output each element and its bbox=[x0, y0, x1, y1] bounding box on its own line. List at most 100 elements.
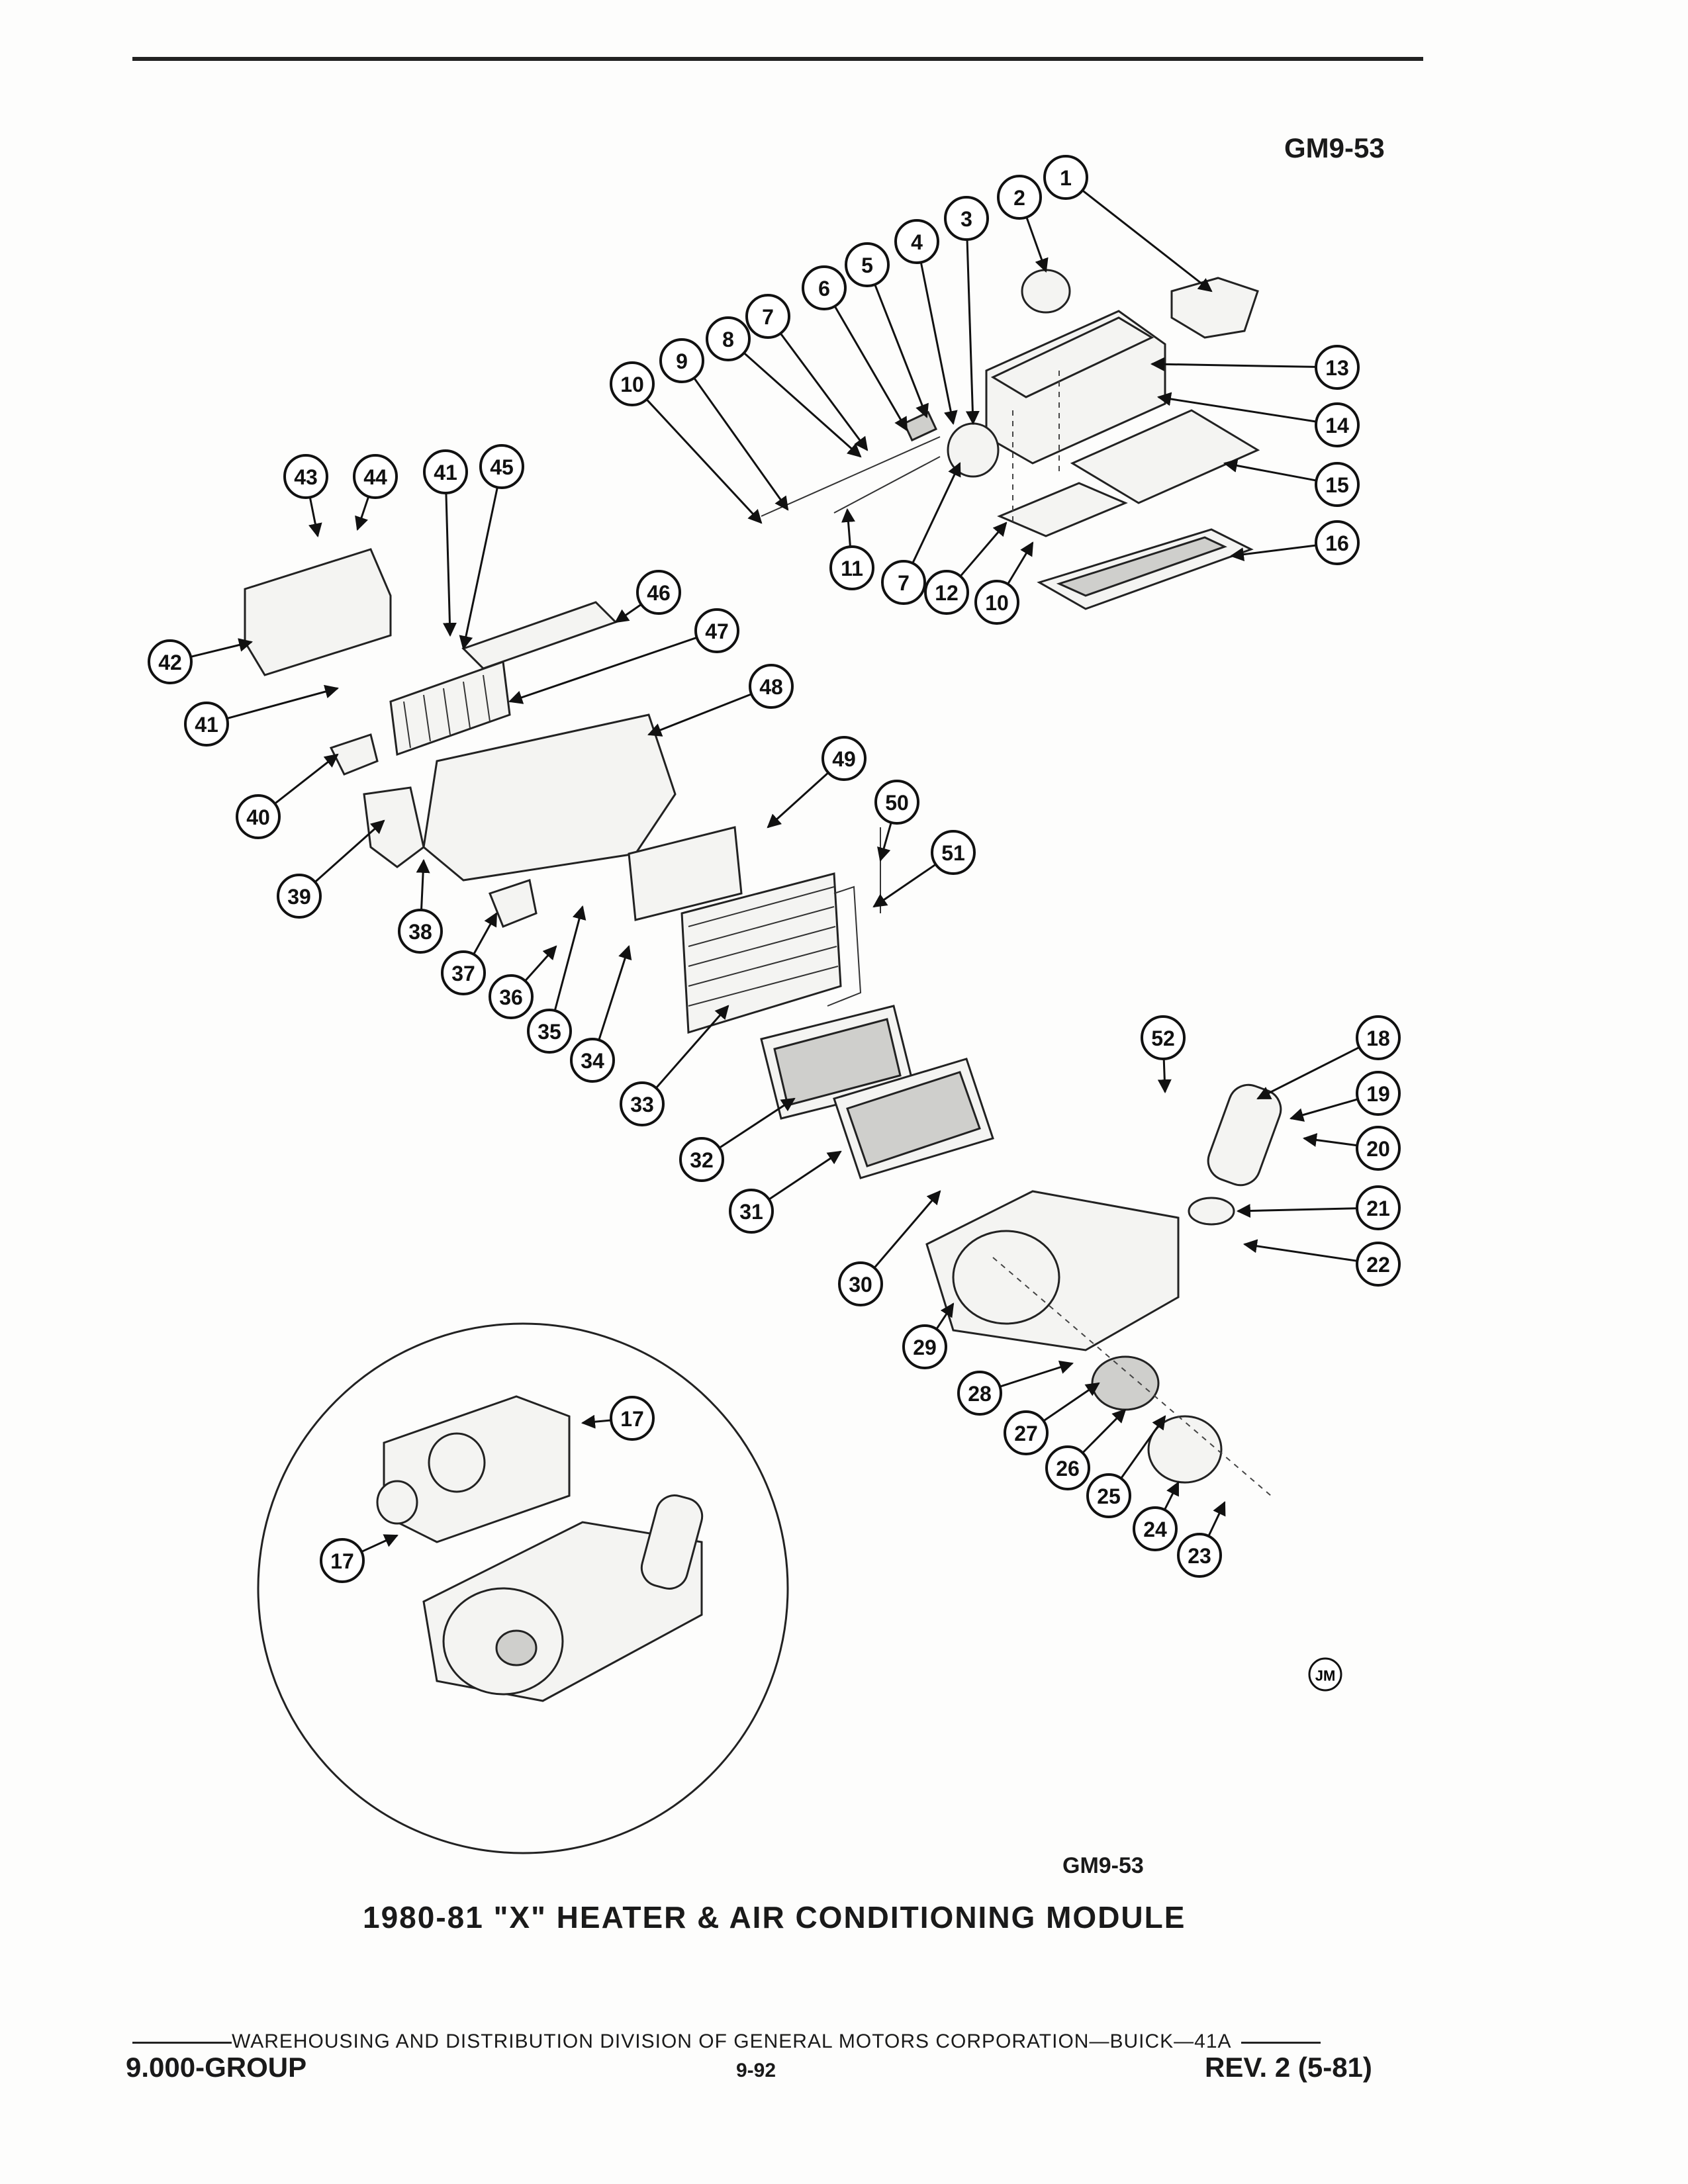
callout-number: 32 bbox=[690, 1148, 714, 1172]
callout-circle bbox=[1043, 155, 1088, 200]
callout-41: 41 bbox=[423, 449, 468, 494]
callout-number: 6 bbox=[818, 277, 830, 300]
callout-19: 19 bbox=[1356, 1071, 1401, 1116]
callout-number: 40 bbox=[246, 805, 270, 829]
heater-core-fins bbox=[403, 674, 491, 749]
callout-number: 13 bbox=[1325, 356, 1349, 380]
leader-line-52 bbox=[1157, 1058, 1172, 1094]
leader-line-20 bbox=[1302, 1133, 1358, 1147]
callout-circle bbox=[1045, 1445, 1090, 1490]
leader-line-23 bbox=[1207, 1501, 1226, 1537]
callout-20: 20 bbox=[1356, 1126, 1401, 1171]
callout-number: 50 bbox=[885, 791, 909, 815]
callout-number: 41 bbox=[434, 461, 457, 484]
callout-circle bbox=[570, 1038, 615, 1083]
accumulator-18 bbox=[1207, 1083, 1282, 1187]
callout-circle bbox=[749, 664, 794, 709]
leader-lines bbox=[190, 189, 1360, 1553]
leader-line-8 bbox=[743, 352, 862, 458]
figure-id-top: GM9-53 bbox=[1284, 132, 1385, 163]
callout-number: 1 bbox=[1060, 166, 1072, 190]
callout-17: 17 bbox=[320, 1538, 365, 1583]
leader-line-15 bbox=[1223, 459, 1317, 482]
callout-17: 17 bbox=[610, 1396, 655, 1441]
callout-circle bbox=[679, 1137, 724, 1182]
callout-number: 47 bbox=[705, 619, 729, 643]
callout-circle bbox=[1356, 1185, 1401, 1230]
callout-number: 17 bbox=[330, 1549, 354, 1573]
evaporator-core-33 bbox=[680, 872, 842, 1034]
callout-circle bbox=[277, 874, 322, 919]
callout-number: 19 bbox=[1366, 1082, 1390, 1106]
callout-number: 12 bbox=[935, 581, 959, 605]
callout-number: 36 bbox=[499, 985, 523, 1009]
figure-id-bottom: GM9-53 bbox=[1062, 1853, 1144, 1878]
callout-number: 17 bbox=[620, 1407, 644, 1431]
seal-34 bbox=[628, 826, 743, 921]
evap-tube bbox=[827, 886, 862, 1007]
callout-circle bbox=[636, 570, 681, 615]
callout-circle bbox=[1356, 1015, 1401, 1060]
callout-number: 35 bbox=[538, 1020, 561, 1044]
callout-circle bbox=[1004, 1410, 1049, 1455]
callout-number: 42 bbox=[158, 651, 182, 674]
callout-circle bbox=[489, 974, 534, 1019]
callout-16: 16 bbox=[1315, 520, 1360, 565]
footer-group: 9.000-GROUP bbox=[126, 2052, 307, 2083]
leader-line-49 bbox=[767, 772, 829, 829]
callout-23: 23 bbox=[1177, 1533, 1222, 1578]
callout-18: 18 bbox=[1356, 1015, 1401, 1060]
callout-circle bbox=[620, 1081, 665, 1126]
callout-circle bbox=[1356, 1071, 1401, 1116]
callout-circle bbox=[997, 175, 1042, 220]
leader-line-17 bbox=[361, 1534, 399, 1553]
callout-46: 46 bbox=[636, 570, 681, 615]
callout-7: 7 bbox=[881, 560, 926, 605]
callout-number: 41 bbox=[195, 713, 218, 737]
callout-circle bbox=[1133, 1506, 1178, 1551]
callout-number: 26 bbox=[1056, 1457, 1080, 1480]
leader-line-32 bbox=[718, 1097, 796, 1149]
rod-11 bbox=[833, 456, 941, 514]
callout-14: 14 bbox=[1315, 402, 1360, 447]
leader-line-6 bbox=[833, 305, 908, 432]
evaporator-fins bbox=[688, 886, 839, 1007]
heater-core-47 bbox=[389, 660, 511, 756]
callout-number: 4 bbox=[911, 230, 923, 254]
leader-line-26 bbox=[1082, 1408, 1127, 1454]
callout-circle bbox=[610, 361, 655, 406]
callout-42: 42 bbox=[148, 639, 193, 684]
leader-line-10 bbox=[1007, 541, 1034, 585]
callout-number: 23 bbox=[1188, 1544, 1211, 1568]
leader-line-19 bbox=[1289, 1098, 1358, 1122]
leader-line-17 bbox=[581, 1414, 612, 1429]
callout-circle bbox=[1356, 1126, 1401, 1171]
callout-25: 25 bbox=[1086, 1473, 1131, 1518]
blower-wheel-26 bbox=[1091, 1355, 1160, 1411]
callout-3: 3 bbox=[944, 196, 989, 241]
callout-34: 34 bbox=[570, 1038, 615, 1083]
leader-line-16 bbox=[1229, 544, 1317, 562]
callout-number: 34 bbox=[581, 1049, 604, 1073]
callout-circle bbox=[1086, 1473, 1131, 1518]
leader-line-12 bbox=[959, 522, 1008, 577]
leader-line-50 bbox=[877, 822, 892, 862]
callout-number: 3 bbox=[961, 207, 972, 231]
bracket-40 bbox=[329, 733, 379, 776]
blower-motor-24 bbox=[1147, 1415, 1223, 1484]
callout-number: 14 bbox=[1325, 414, 1349, 437]
callout-circle bbox=[902, 1324, 947, 1369]
artist-mark: JM bbox=[1308, 1657, 1342, 1692]
callout-number: 10 bbox=[620, 373, 644, 396]
callout-45: 45 bbox=[479, 444, 524, 489]
callout-number: 5 bbox=[861, 253, 873, 277]
leader-line-36 bbox=[524, 945, 557, 982]
callout-circle bbox=[1141, 1015, 1186, 1060]
callout-number: 52 bbox=[1151, 1026, 1175, 1050]
callout-32: 32 bbox=[679, 1137, 724, 1182]
leader-line-47 bbox=[508, 636, 698, 704]
leader-line-4 bbox=[919, 262, 958, 426]
distribution-duct-assembly bbox=[761, 269, 1260, 610]
callout-number: 33 bbox=[630, 1093, 654, 1116]
callout-number: 22 bbox=[1366, 1253, 1390, 1277]
